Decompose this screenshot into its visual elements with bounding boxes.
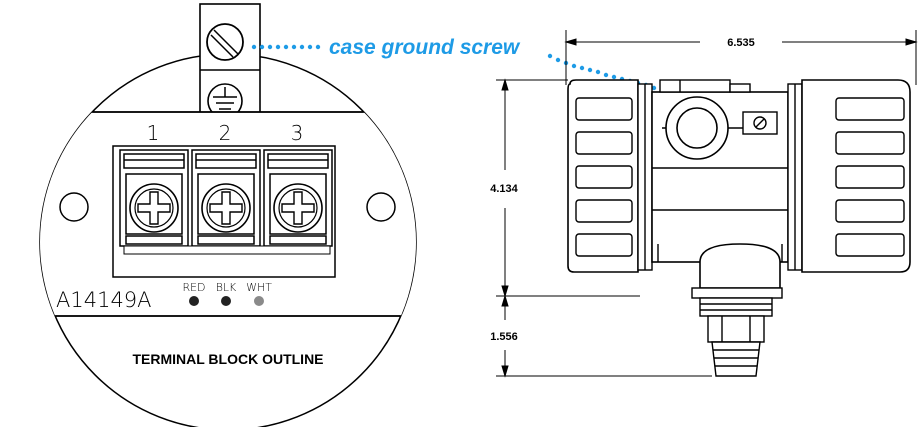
outline-label: TERMINAL BLOCK OUTLINE <box>132 351 323 367</box>
mounting-hole-icon <box>366 192 396 222</box>
terminal-1 <box>119 149 189 247</box>
callout-leader <box>251 44 321 50</box>
terminal-block-outline <box>39 3 417 427</box>
wire-label-blk: BLK <box>216 281 237 294</box>
ground-strip <box>199 3 261 121</box>
callout-text: case ground screw <box>329 36 521 59</box>
dimension-width: 6.535 <box>727 37 755 49</box>
terminal-number-1: 1 <box>147 121 160 145</box>
right-end-cap <box>787 79 911 273</box>
terminal-number-2: 2 <box>219 121 232 145</box>
terminal-2 <box>191 149 261 247</box>
wire-dot-wht <box>254 296 264 306</box>
dimension-height: 4.134 <box>490 183 518 195</box>
left-end-cap <box>567 79 653 273</box>
terminal-number-3: 3 <box>291 121 304 145</box>
terminal-3 <box>263 149 333 247</box>
wire-dot-red <box>189 296 199 306</box>
terminal-screw-icon <box>273 183 323 233</box>
wire-label-wht: WHT <box>246 281 272 294</box>
enclosure-side-view <box>496 30 918 378</box>
ground-screw-icon <box>206 23 244 61</box>
dimension-fitting: 1.556 <box>490 331 518 343</box>
center-housing <box>651 79 789 263</box>
process-fitting <box>691 243 783 377</box>
wire-dot-blk <box>221 296 231 306</box>
earth-ground-icon <box>207 83 243 119</box>
terminal-screw-icon <box>201 183 251 233</box>
part-number: A14149A <box>56 288 152 312</box>
dimension-lines <box>496 30 918 378</box>
terminal-screw-icon <box>129 183 179 233</box>
wire-label-red: RED <box>182 281 205 294</box>
mounting-hole-icon <box>59 192 89 222</box>
